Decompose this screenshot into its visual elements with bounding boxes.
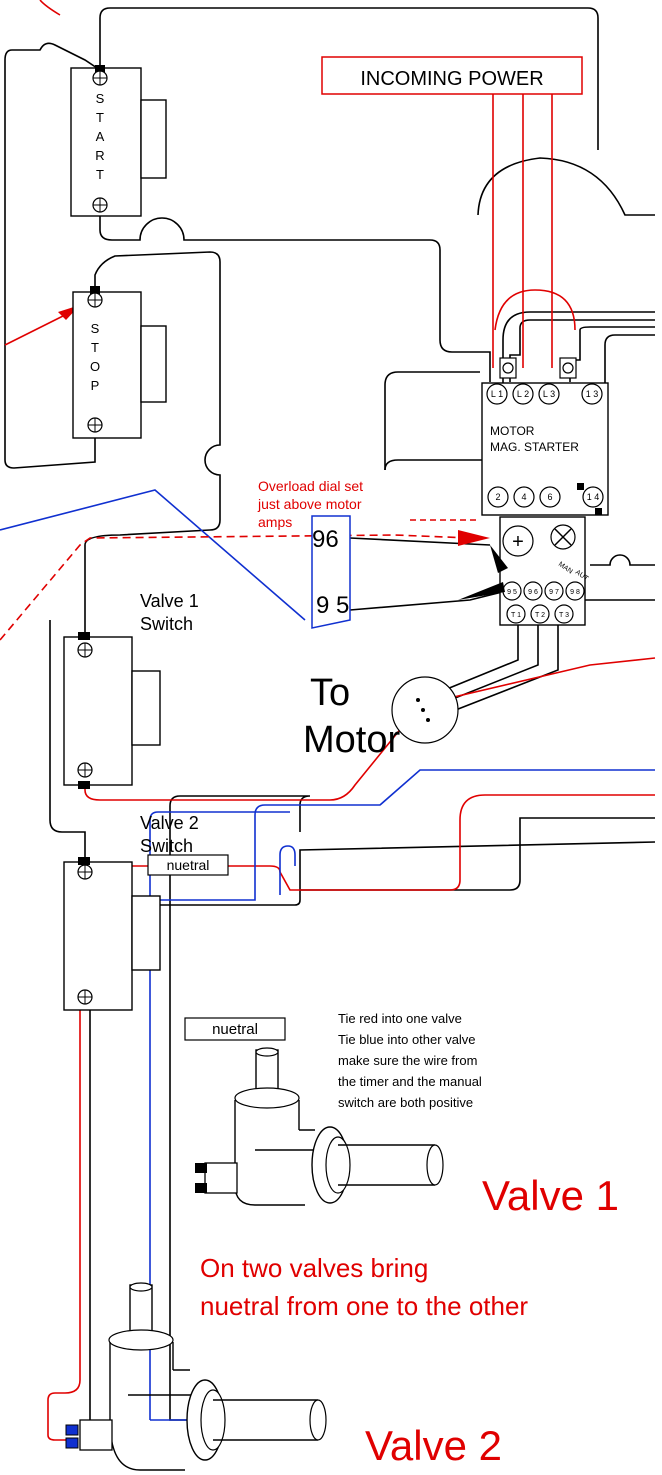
neutral-label-1: nuetral: [167, 857, 210, 873]
stop-switch[interactable]: S T O P: [72, 286, 167, 439]
start-letter: T: [96, 110, 104, 125]
motor-mag-starter: L 1 L 2 L 3 1 3 MOTOR MAG. STARTER 2 4 6…: [481, 357, 609, 516]
to-motor-line2: Motor: [303, 719, 400, 761]
incoming-power-label: INCOMING POWER: [360, 68, 543, 90]
tie-note: Tie red into one valve Tie blue into oth…: [338, 1011, 482, 1110]
valve2-label: Valve 2: [365, 1422, 502, 1469]
two-valves-note-line2: nuetral from one to the other: [200, 1291, 528, 1321]
plus-icon: +: [512, 531, 524, 553]
terminal-2: 2: [495, 492, 500, 502]
valve2-switch[interactable]: [63, 857, 161, 1011]
stop-letter: T: [91, 340, 99, 355]
valve2-switch-label2: Switch: [140, 836, 193, 856]
terminal-97: 9 7: [549, 589, 559, 596]
start-letter: T: [96, 167, 104, 182]
overload-note-line1: Overload dial set: [258, 478, 363, 494]
callout-arrow-95: [458, 582, 505, 600]
tie-note-line: Tie red into one valve: [338, 1011, 462, 1026]
terminal-t2: T 2: [535, 612, 545, 619]
overload-dial[interactable]: [502, 525, 534, 557]
terminal-l1: L 1: [491, 389, 503, 399]
starter-mid-terminals: 2 4 6 1 4: [487, 486, 604, 508]
stop-letter: S: [91, 321, 100, 336]
tie-note-line: make sure the wire from: [338, 1053, 477, 1068]
terminal-6: 6: [547, 492, 552, 502]
overload-aux-terminals: 9 5 9 6 9 7 9 8: [502, 581, 585, 601]
neutral-label-2: nuetral: [212, 1021, 258, 1038]
valve2-switch-label1: Valve 2: [140, 813, 199, 833]
neutral-label-box-2: [184, 1017, 286, 1041]
overload-output-terminals: T 1 T 2 T 3: [506, 604, 574, 624]
terminal-13: 1 3: [586, 389, 599, 399]
stop-letter: O: [90, 359, 100, 374]
terminal-96: 9 6: [528, 589, 538, 596]
valve1-solenoid-icon: [195, 1047, 444, 1206]
terminal-4: 4: [521, 492, 526, 502]
valve1-switch-label1: Valve 1: [140, 591, 199, 611]
tie-note-line: the timer and the manual: [338, 1074, 482, 1089]
stop-letter: P: [91, 378, 100, 393]
red-wires: [4, 0, 656, 1441]
callout-96: 96: [312, 526, 339, 553]
callout-95: 9 5: [316, 592, 349, 619]
terminal-t1: T 1: [511, 612, 521, 619]
valve1-switch-label2: Switch: [140, 614, 193, 634]
overload-arrow-icon: [458, 530, 490, 546]
terminal-callout-box: [311, 515, 351, 629]
terminal-98: 9 8: [570, 589, 580, 596]
terminal-14: 1 4: [587, 492, 600, 502]
terminal-95: 9 5: [507, 589, 517, 596]
tie-note-line: Tie blue into other valve: [338, 1032, 476, 1047]
valve1-label: Valve 1: [482, 1172, 619, 1219]
terminal-l3: L 3: [543, 389, 555, 399]
tie-note-line: switch are both positive: [338, 1095, 473, 1110]
valve2-solenoid-icon: [65, 1282, 327, 1471]
valve1-switch[interactable]: [63, 632, 161, 789]
incoming-power-box: [321, 56, 583, 95]
neutral-label-box-1: [147, 854, 229, 876]
start-letter: A: [96, 129, 105, 144]
two-valves-note-line1: On two valves bring: [200, 1253, 428, 1283]
starter-label-line1: MOTOR: [490, 424, 535, 438]
starter-label-line2: MAG. STARTER: [490, 440, 579, 454]
terminal-t3: T 3: [559, 612, 569, 619]
overload-note-line3: amps: [258, 514, 292, 530]
start-letter: S: [96, 91, 105, 106]
overload-relay: + MAN AUT 9 5 9 6 9 7 9 8 T 1 T 2 T 3: [499, 516, 590, 626]
overload-pointer-line: [0, 534, 471, 641]
callout-arrow-96: [490, 545, 508, 573]
terminal-l2: L 2: [517, 389, 529, 399]
starter-top-terminals: L 1 L 2 L 3 1 3: [486, 383, 603, 405]
start-switch[interactable]: S T A R T: [70, 65, 167, 217]
to-motor-line1: To: [310, 672, 350, 714]
overload-note-line2: just above motor: [257, 496, 362, 512]
start-letter: R: [95, 148, 104, 163]
reset-x-icon: [554, 528, 572, 546]
